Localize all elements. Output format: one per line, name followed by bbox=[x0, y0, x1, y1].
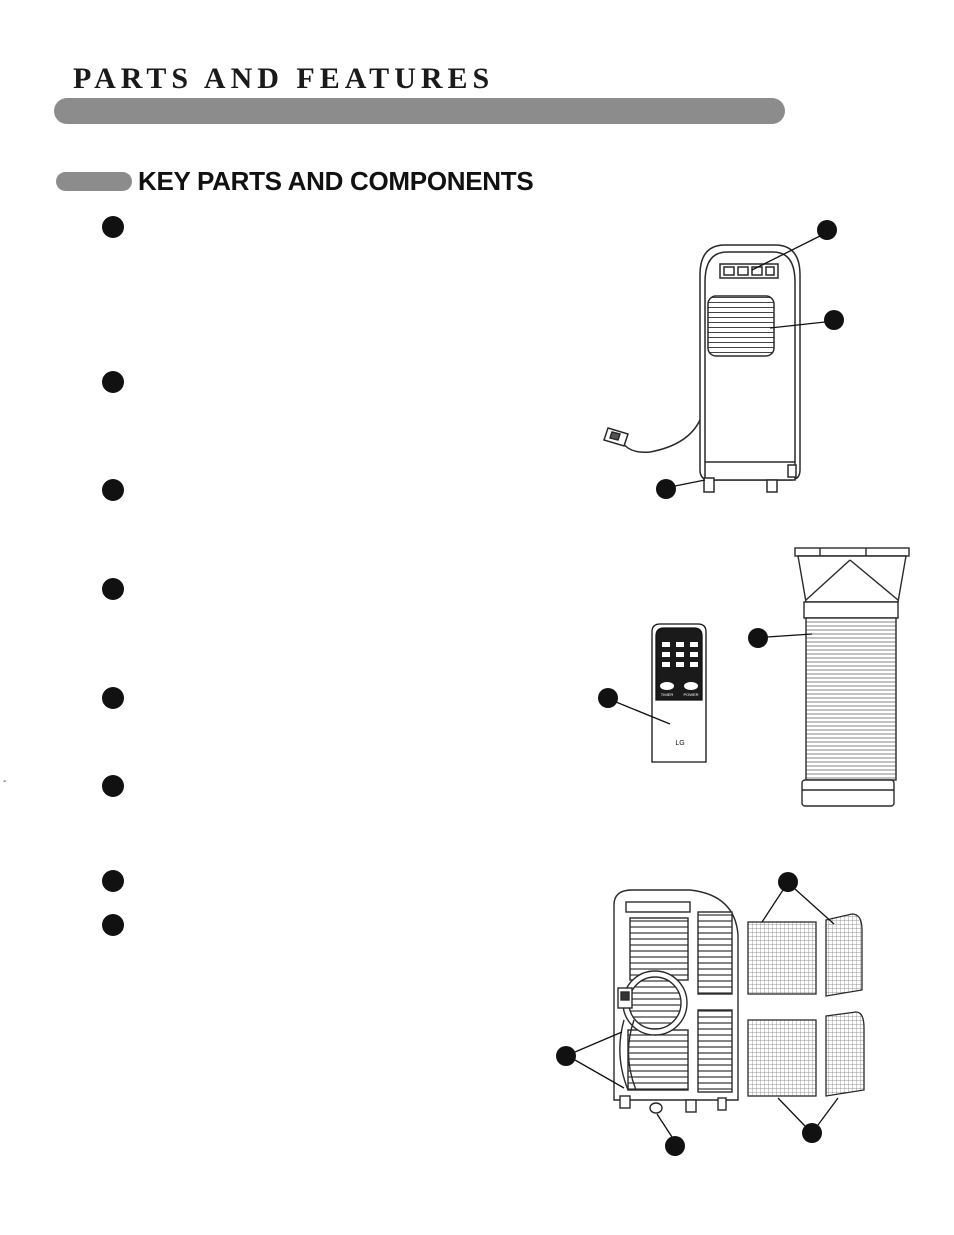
callout-leader bbox=[574, 1059, 625, 1089]
list-bullet-8 bbox=[102, 914, 124, 936]
list-bullet-5 bbox=[102, 687, 124, 709]
list-bullet-6 bbox=[102, 775, 124, 797]
remote-logo: LG bbox=[675, 740, 684, 747]
callout-leader bbox=[656, 1113, 673, 1138]
margin-mark: - bbox=[3, 776, 7, 787]
callout-marker bbox=[665, 1136, 685, 1156]
callout-marker bbox=[817, 220, 837, 240]
title-rule-bar bbox=[54, 98, 785, 124]
callout-marker bbox=[556, 1046, 576, 1066]
callout-leader bbox=[761, 889, 784, 923]
callout-leader bbox=[769, 321, 826, 329]
air-filters-figure bbox=[747, 913, 865, 1097]
callout-leader bbox=[574, 1031, 623, 1053]
callout-marker bbox=[824, 310, 844, 330]
callout-leader bbox=[615, 701, 671, 725]
callout-marker bbox=[598, 688, 618, 708]
callout-marker bbox=[748, 628, 768, 648]
exhaust-hose-figure bbox=[794, 547, 910, 807]
remote-control-figure: TIMER POWER LG bbox=[651, 623, 707, 763]
list-bullet-1 bbox=[102, 216, 124, 238]
page-title: PARTS AND FEATURES bbox=[73, 62, 495, 95]
section-marker-pill bbox=[56, 172, 132, 191]
callout-marker bbox=[802, 1123, 822, 1143]
list-bullet-2 bbox=[102, 371, 124, 393]
unit-front-figure bbox=[603, 244, 801, 493]
unit-rear-figure bbox=[613, 889, 739, 1114]
list-bullet-7 bbox=[102, 870, 124, 892]
remote-button-label: TIMER bbox=[661, 692, 674, 697]
callout-marker bbox=[778, 872, 798, 892]
list-bullet-3 bbox=[102, 479, 124, 501]
callout-leader bbox=[817, 1097, 839, 1126]
callout-leader bbox=[766, 633, 813, 638]
callout-leader bbox=[751, 235, 821, 271]
remote-button-label: POWER bbox=[683, 692, 698, 697]
callout-leader bbox=[794, 888, 835, 925]
callout-leader bbox=[777, 1097, 806, 1127]
list-bullet-4 bbox=[102, 578, 124, 600]
callout-leader bbox=[674, 479, 706, 487]
callout-marker bbox=[656, 479, 676, 499]
section-heading: KEY PARTS AND COMPONENTS bbox=[138, 166, 534, 196]
